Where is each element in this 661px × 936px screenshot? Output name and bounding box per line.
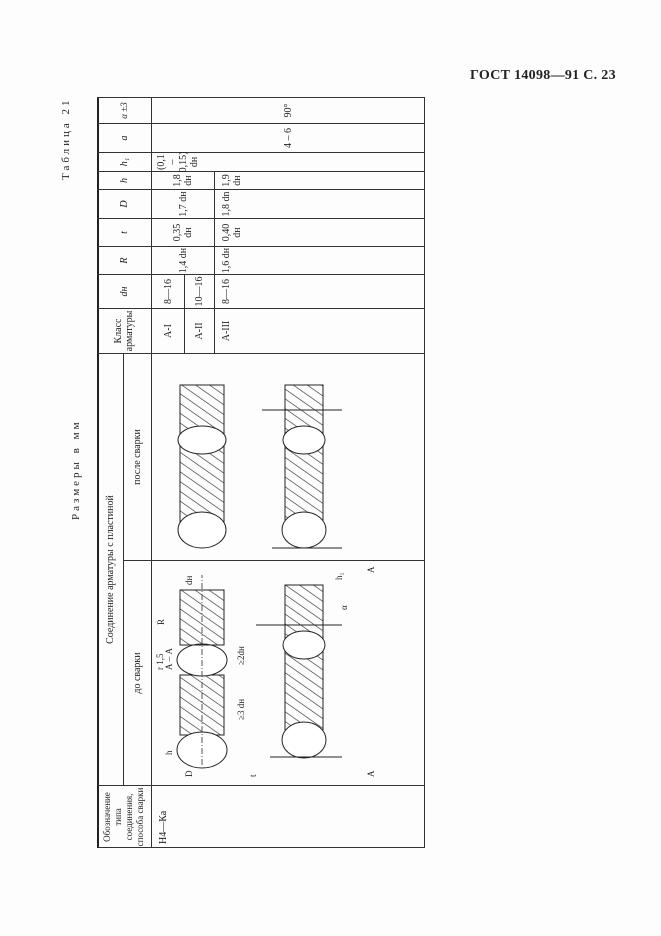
data-table: Обозначение типа соединения, способа сва…	[97, 97, 425, 848]
h-a1-a2: 1,8 dн	[152, 171, 215, 189]
rebar-after-drawing	[177, 384, 342, 549]
R-a3: 1,6 dн	[215, 246, 425, 274]
D-a3: 1,8 dn	[215, 189, 425, 218]
label-ge2dn: ≥2dн	[236, 646, 246, 665]
header-t: t	[97, 218, 152, 246]
document-reference: ГОСТ 14098—91 С. 23	[470, 68, 616, 83]
label-radius: r 1,5	[155, 653, 165, 670]
header-h1: h₁	[97, 152, 152, 171]
t-a3: 0,40 dн	[215, 218, 425, 246]
designation-cell: Н4—Ка	[152, 785, 425, 848]
rebar-before-drawing: А – А r 1,5 R ≥2dн ≥3 dн dн h D t А А α …	[155, 566, 376, 777]
header-D: D	[97, 189, 152, 218]
table-caption: Таблица 21	[60, 97, 72, 180]
label-A-right: А	[366, 566, 376, 573]
units-caption: Размеры в мм	[70, 419, 82, 520]
header-before-welding: до сварки	[124, 560, 152, 785]
header-a: a	[97, 123, 152, 152]
R-a1-a2: 1,4 dн	[152, 246, 215, 274]
header-after-welding: после сварки	[124, 353, 152, 560]
header-h: h	[97, 171, 152, 189]
header-R: R	[97, 246, 152, 274]
label-alpha: α	[339, 605, 349, 610]
drawing-after-welding	[152, 353, 425, 560]
h-a3: 1,9 dн	[215, 171, 425, 189]
class-a3: А-III	[215, 308, 425, 353]
label-D: D	[184, 770, 194, 777]
class-a2: А-II	[185, 308, 215, 353]
header-dn: dн	[97, 274, 152, 308]
dn-a3: 8—16	[215, 274, 425, 308]
header-alpha: α ±3	[97, 97, 152, 123]
label-h1: h₁	[334, 572, 344, 580]
label-h: h	[164, 750, 174, 755]
alpha-value: 90°	[152, 97, 425, 123]
label-R: R	[156, 619, 166, 625]
label-dn: dн	[184, 576, 194, 586]
header-class: Класс арматуры	[97, 308, 152, 353]
dn-a2: 10—16	[185, 274, 215, 308]
header-designation: Обозначение типа соединения, способа сва…	[97, 785, 152, 848]
label-ge3dn: ≥3 dн	[236, 699, 246, 720]
dn-a1: 8—16	[152, 274, 185, 308]
label-A-left: А	[366, 770, 376, 777]
label-section: А – А	[164, 648, 174, 670]
label-t: t	[248, 774, 258, 777]
h1-value: (0,1 – 0,15) dн	[152, 152, 425, 172]
t-a1-a2: 0,35 dн	[152, 218, 215, 246]
a-value: 4 – 6	[152, 123, 425, 152]
drawing-before-welding: А – А r 1,5 R ≥2dн ≥3 dн dн h D t А А α …	[152, 560, 425, 785]
class-a1: А-I	[152, 308, 185, 353]
D-a1-a2: 1,7 dн	[152, 189, 215, 218]
header-joint: Соединение арматуры с пластиной	[97, 353, 124, 785]
